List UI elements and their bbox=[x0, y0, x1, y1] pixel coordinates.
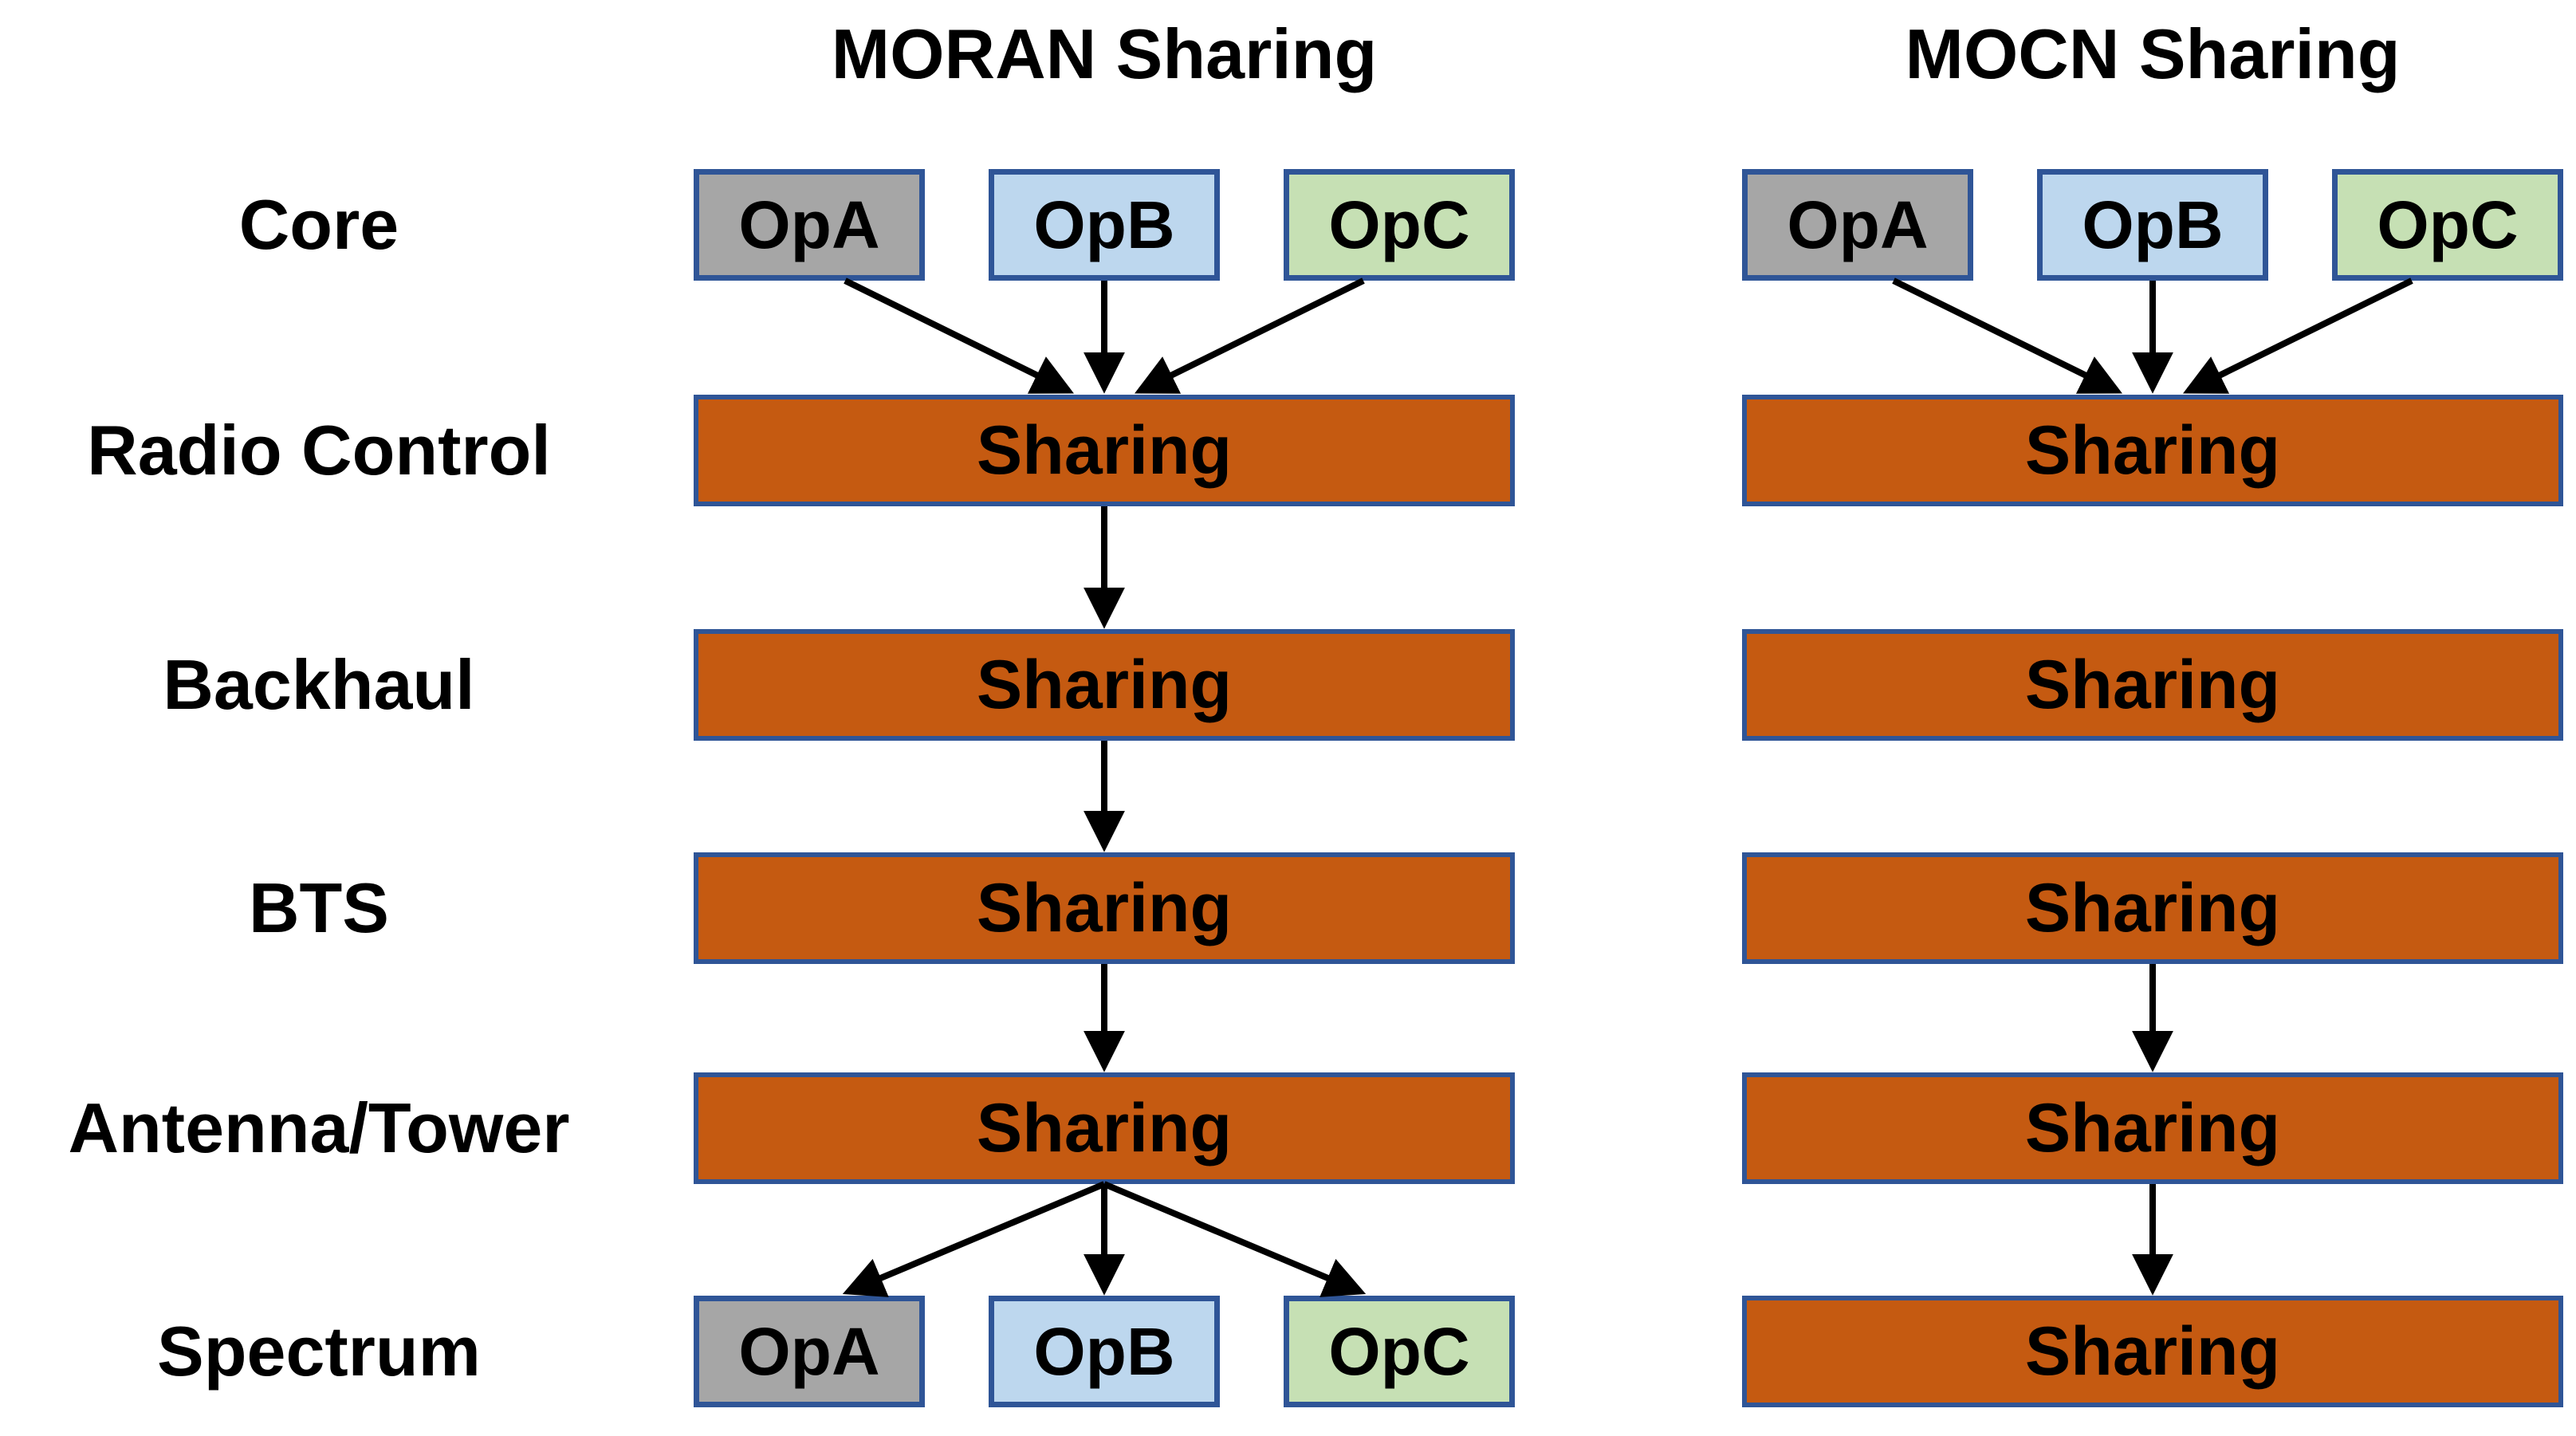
row-label-bts: BTS bbox=[249, 868, 389, 947]
mocn-bts-sharing-bar: Sharing bbox=[1742, 852, 2563, 964]
row-label-backhaul: Backhaul bbox=[163, 645, 475, 724]
row-label-spectrum: Spectrum bbox=[157, 1312, 481, 1391]
moran-backhaul-sharing-bar: Sharing bbox=[694, 629, 1515, 741]
mocn-core-box-opc: OpC bbox=[2332, 169, 2563, 281]
arrow-mocn-opa-to-radio-control bbox=[1892, 277, 2122, 394]
column-header-moran: MORAN Sharing bbox=[831, 14, 1378, 93]
mocn-radio-control-sharing-bar: Sharing bbox=[1742, 395, 2563, 506]
moran-core-box-opc: OpC bbox=[1284, 169, 1515, 281]
mocn-antenna-tower-sharing-bar: Sharing bbox=[1742, 1072, 2563, 1184]
arrow-mocn-opc-to-radio-control bbox=[2183, 277, 2413, 394]
moran-spectrum-box-opb: OpB bbox=[989, 1296, 1220, 1407]
arrow-moran-antenna-tower-to-spectrum-opc bbox=[1103, 1181, 1367, 1297]
moran-antenna-tower-sharing-bar: Sharing bbox=[694, 1072, 1515, 1184]
arrow-moran-antenna-tower-to-spectrum-opa bbox=[842, 1181, 1106, 1297]
mocn-spectrum-sharing-bar: Sharing bbox=[1742, 1296, 2563, 1407]
arrow-moran-opa-to-radio-control bbox=[844, 277, 1074, 394]
column-header-mocn: MOCN Sharing bbox=[1905, 14, 2401, 93]
moran-spectrum-box-opc: OpC bbox=[1284, 1296, 1515, 1407]
moran-radio-control-sharing-bar: Sharing bbox=[694, 395, 1515, 506]
arrow-moran-opc-to-radio-control bbox=[1135, 277, 1365, 394]
mocn-core-box-opb: OpB bbox=[2037, 169, 2268, 281]
row-label-core: Core bbox=[238, 185, 399, 264]
mocn-backhaul-sharing-bar: Sharing bbox=[1742, 629, 2563, 741]
row-label-radio-control: Radio Control bbox=[87, 411, 551, 490]
moran-bts-sharing-bar: Sharing bbox=[694, 852, 1515, 964]
moran-core-box-opa: OpA bbox=[694, 169, 925, 281]
row-label-antenna-tower: Antenna/Tower bbox=[68, 1088, 570, 1167]
moran-core-box-opb: OpB bbox=[989, 169, 1220, 281]
mocn-core-box-opa: OpA bbox=[1742, 169, 1973, 281]
moran-spectrum-box-opa: OpA bbox=[694, 1296, 925, 1407]
